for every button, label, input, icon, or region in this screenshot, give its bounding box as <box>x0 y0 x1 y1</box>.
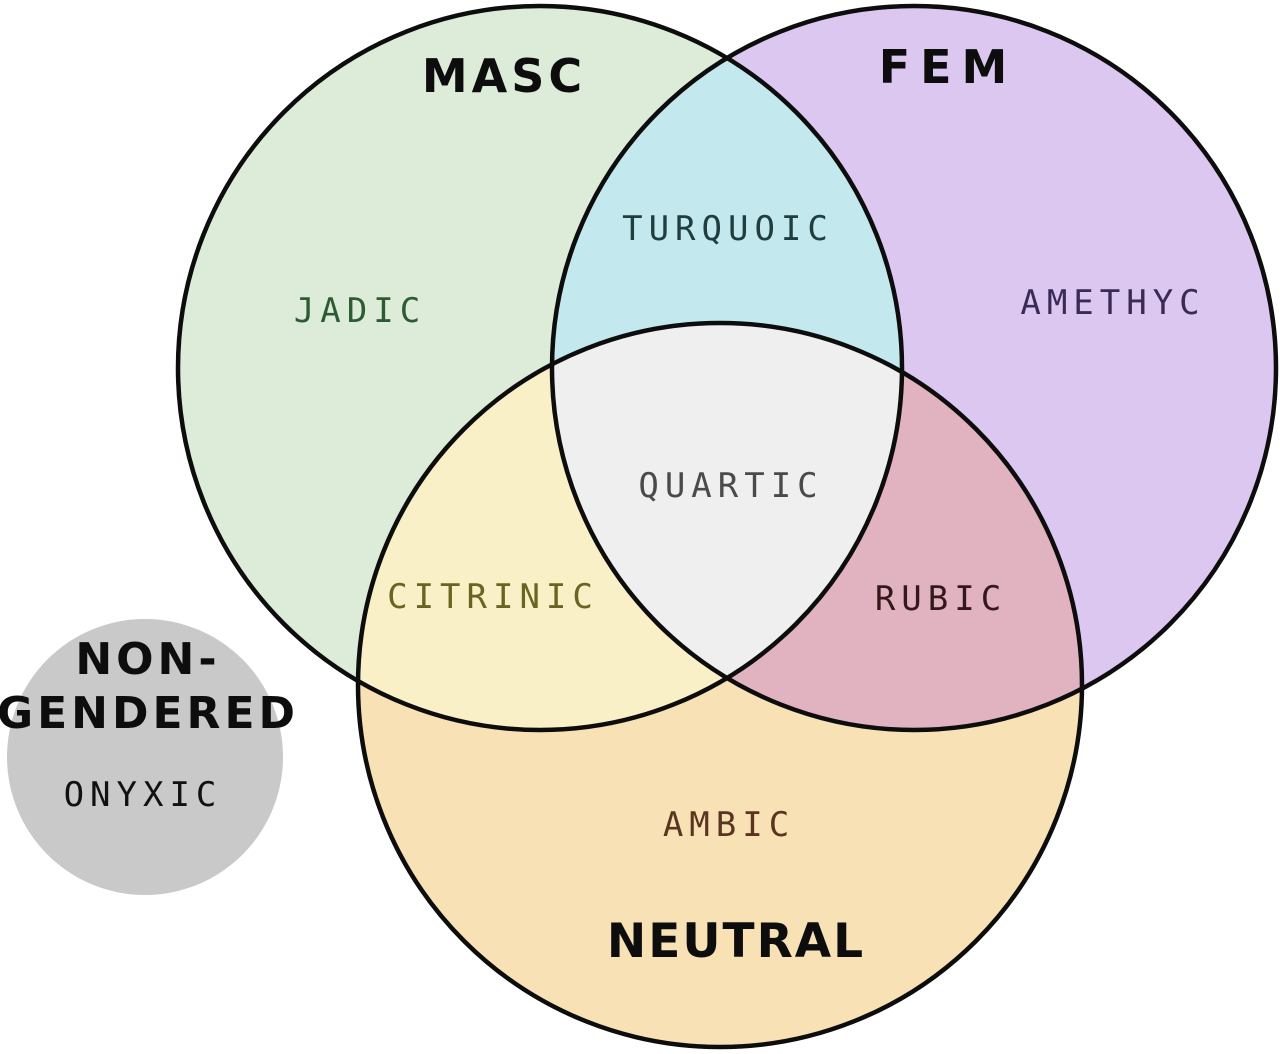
non-gendered-title-line1: NON- <box>75 634 220 685</box>
rubic-label: RUBIC <box>875 579 1007 619</box>
neutral-circle-outline <box>355 320 1085 1050</box>
jadic-label: JADIC <box>294 291 426 331</box>
quartic-label: QUARTIC <box>638 466 823 506</box>
non-gendered-title-line2: GENDERED <box>0 688 299 739</box>
onyxic-label: ONYXIC <box>64 775 223 815</box>
turquoic-label: TURQUOIC <box>622 209 834 249</box>
fem-circle-outline <box>549 3 1279 733</box>
ambic-label: AMBIC <box>663 805 795 845</box>
fem-title: FEM <box>879 40 1018 94</box>
non-gendered-circle <box>7 619 283 895</box>
neutral-title: NEUTRAL <box>607 914 865 969</box>
masc-circle-outline <box>175 3 905 733</box>
citrinic-label: CITRINIC <box>387 577 599 617</box>
masc-title: MASC <box>422 49 586 103</box>
amethyc-label: AMETHYC <box>1020 283 1205 323</box>
